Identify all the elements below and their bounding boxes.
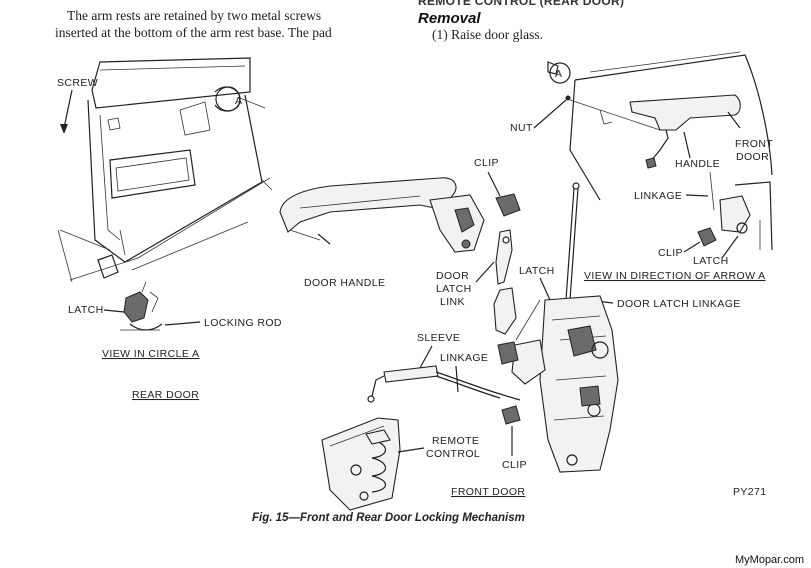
view-circle-a-label: VIEW IN CIRCLE A	[102, 348, 199, 360]
body-line-1: The arm rests are retained by two metal …	[67, 8, 322, 23]
door-latch-link-leader	[475, 261, 495, 283]
rod-end	[572, 182, 580, 190]
a-marker-front: A	[555, 68, 562, 80]
screw-label: SCREW	[57, 77, 98, 89]
nut-leader	[533, 99, 567, 129]
latch-rod-edge	[569, 187, 579, 301]
view-arrow-a-label: VIEW IN DIRECTION OF ARROW A	[584, 270, 766, 282]
front-door-drawing	[547, 51, 773, 201]
latch-center-label: LATCH	[519, 265, 555, 277]
screw-arrowhead	[60, 124, 68, 134]
latch-rod	[565, 187, 575, 301]
latch-left-leader	[103, 309, 125, 313]
door-latch-linkage-label: DOOR LATCH LINKAGE	[617, 298, 741, 310]
latch-assembly-part	[497, 295, 619, 473]
locking-rod-label: LOCKING ROD	[204, 317, 282, 329]
heading-clipped: REMOTE CONTROL (REAR DOOR)	[418, 0, 625, 8]
linkage-right-label: LINKAGE	[634, 190, 682, 202]
clip-bottom-label: CLIP	[502, 459, 527, 471]
a-marker-rear: A	[235, 95, 242, 107]
body-paragraph: The arm rests are retained by two metal …	[55, 7, 390, 41]
linkage-center-label: LINKAGE	[440, 352, 488, 364]
latch-right-label: LATCH	[693, 255, 729, 267]
handle-leader	[683, 131, 691, 159]
clip-top-part	[495, 193, 521, 217]
sleeve-label: SLEEVE	[417, 332, 460, 344]
latch-right-leader	[721, 235, 739, 259]
clip-top-leader	[487, 171, 501, 197]
remote-control-leader	[397, 447, 425, 453]
latch-left-label: LATCH	[68, 304, 104, 316]
rear-door-drawing	[57, 57, 273, 283]
figure-caption: Fig. 15—Front and Rear Door Locking Mech…	[252, 512, 525, 524]
sleeve-leader	[419, 345, 433, 369]
latch-center-leader	[539, 277, 551, 301]
remote-control-label-2: CONTROL	[426, 448, 480, 460]
door-handle-part	[279, 177, 485, 253]
clip-top-label: CLIP	[474, 157, 499, 169]
site-credit: MyMopar.com	[735, 554, 804, 566]
nut-part	[565, 95, 571, 101]
rear-door-label: REAR DOOR	[132, 389, 199, 401]
front-door-top-label-1: FRONT	[735, 138, 773, 150]
door-latch-link-label-3: LINK	[440, 296, 465, 308]
screw-leader	[63, 89, 73, 129]
door-latch-link-label-2: LATCH	[436, 283, 472, 295]
sleeve-part	[367, 365, 439, 403]
circle-a-marker	[215, 86, 241, 112]
linkage-center-part-edge	[435, 375, 501, 399]
clip-right-leader	[683, 241, 701, 253]
handle-label: HANDLE	[675, 158, 720, 170]
door-latch-link-part	[493, 229, 517, 335]
step-1-text: (1) Raise door glass.	[432, 27, 543, 42]
remote-control-part	[321, 417, 401, 511]
linkage-right-leader	[685, 194, 709, 197]
arrow-a-inset	[697, 171, 773, 251]
locking-rod-leader	[164, 321, 201, 326]
front-door-top-label-2: DOOR	[736, 151, 769, 163]
remote-control-label-1: REMOTE	[432, 435, 479, 447]
door-latch-link-label-1: DOOR	[436, 270, 469, 282]
door-handle-label: DOOR HANDLE	[304, 277, 385, 289]
clip-bottom-part	[501, 405, 521, 425]
front-door-top-leader	[727, 111, 741, 129]
figure-code: PY271	[733, 486, 767, 498]
arrow-a-marker	[549, 62, 571, 84]
nut-label: NUT	[510, 122, 533, 134]
section-heading: Removal	[418, 10, 481, 27]
body-line-2: inserted at the bottom of the arm rest b…	[55, 25, 332, 40]
circle-a-inset	[120, 281, 163, 331]
front-door-bottom-label: FRONT DOOR	[451, 486, 525, 498]
linkage-center-part	[435, 371, 521, 401]
clip-right-label: CLIP	[658, 247, 683, 259]
